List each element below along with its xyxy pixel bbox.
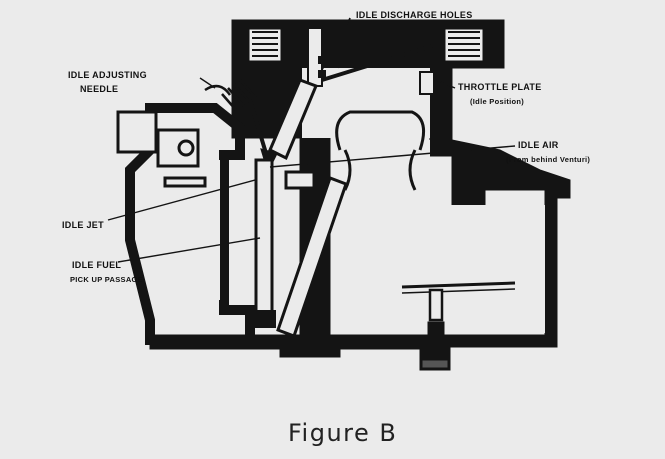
idle-tube bbox=[248, 78, 348, 338]
label-idle-adjusting-needle-line2: NEEDLE bbox=[80, 84, 118, 94]
label-idle-fuel-line2: PICK UP PASSAGE bbox=[70, 275, 143, 284]
leader-lines bbox=[107, 17, 516, 263]
float-assembly bbox=[401, 281, 516, 337]
flange-bolt-bosses bbox=[246, 26, 486, 64]
label-idle-adjusting-needle-line1: IDLE ADJUSTING bbox=[68, 70, 147, 80]
throttle-plate bbox=[321, 44, 435, 95]
figure-caption: Figure B bbox=[288, 419, 397, 447]
label-idle-air-line2: (From behind Venturi) bbox=[506, 155, 590, 164]
fuel-inlet-fitting bbox=[116, 110, 207, 188]
label-idle-discharge-holes: IDLE DISCHARGE HOLES bbox=[356, 10, 473, 20]
label-idle-air-line1: IDLE AIR bbox=[518, 140, 559, 150]
carburetor-interior bbox=[160, 68, 545, 333]
label-throttle-plate-line1: THROTTLE PLATE bbox=[458, 82, 542, 92]
label-idle-fuel-line1: IDLE FUEL bbox=[72, 260, 121, 270]
label-throttle-plate-line2: (Idle Position) bbox=[470, 97, 524, 106]
label-idle-jet: IDLE JET bbox=[62, 220, 104, 230]
